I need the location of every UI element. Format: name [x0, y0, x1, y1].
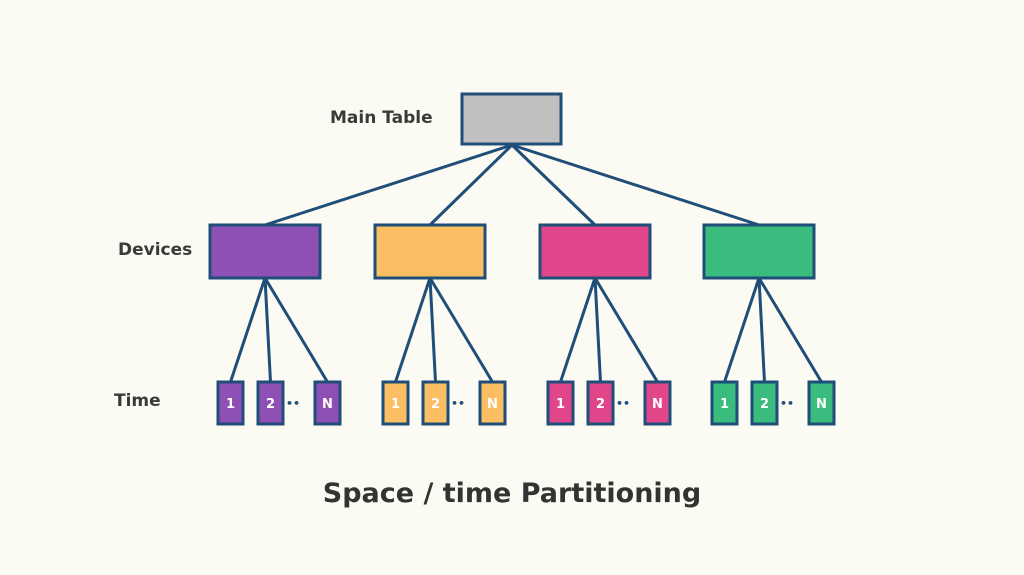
ellipsis-dots: ••: [780, 397, 794, 410]
time-partition-label: 1: [391, 397, 400, 412]
device-box: [208, 223, 322, 280]
time-partition-label: 2: [760, 397, 769, 412]
root-to-device-line: [510, 143, 597, 227]
devices-label: Devices: [118, 240, 193, 260]
main-table-label: Main Table: [330, 108, 433, 128]
time-partition-box: [750, 380, 779, 426]
time-partition-label: N: [816, 397, 827, 412]
root-to-device-line: [428, 143, 514, 227]
time-partition-box: [546, 380, 575, 426]
main-table-box: [460, 92, 563, 146]
time-partition-box: [313, 380, 342, 426]
time-partition-label: 1: [720, 397, 729, 412]
time-partition-label: 2: [431, 397, 440, 412]
ellipsis-dots: ••: [616, 397, 630, 410]
device-to-time-line: [723, 277, 761, 383]
device-to-time-line: [593, 277, 659, 383]
time-partition-label: N: [322, 397, 333, 412]
device-to-time-line: [757, 277, 766, 383]
device-to-time-line: [757, 277, 823, 383]
time-partition-label: N: [487, 397, 498, 412]
time-partition-box: [256, 380, 285, 426]
ellipsis-dots: ••: [286, 397, 300, 410]
ellipsis-dots: ••: [451, 397, 465, 410]
device-to-time-line: [428, 277, 437, 383]
device-box: [702, 223, 816, 280]
time-partition-label: 2: [596, 397, 605, 412]
time-partition-box: [643, 380, 672, 426]
time-partition-box: [807, 380, 836, 426]
time-partition-label: N: [652, 397, 663, 412]
time-partition-box: [710, 380, 739, 426]
root-to-device-line: [264, 143, 513, 227]
time-partition-box: [478, 380, 507, 426]
time-label: Time: [114, 391, 161, 411]
time-partition-label: 1: [226, 397, 235, 412]
time-partition-box: [216, 380, 245, 426]
device-to-time-line: [593, 277, 602, 383]
device-to-time-line: [394, 277, 432, 383]
device-to-time-line: [263, 277, 329, 383]
device-box: [538, 223, 652, 280]
time-partition-box: [586, 380, 615, 426]
device-to-time-line: [229, 277, 267, 383]
diagram-caption: Space / time Partitioning: [322, 478, 702, 509]
time-partition-box: [381, 380, 410, 426]
connector-lines: [229, 143, 823, 383]
root-to-device-line: [511, 143, 760, 227]
time-partition-box: [421, 380, 450, 426]
device-to-time-line: [559, 277, 597, 383]
device-to-time-line: [263, 277, 272, 383]
device-box: [373, 223, 487, 280]
time-partition-label: 2: [266, 397, 275, 412]
device-to-time-line: [428, 277, 494, 383]
time-partition-label: 1: [556, 397, 565, 412]
